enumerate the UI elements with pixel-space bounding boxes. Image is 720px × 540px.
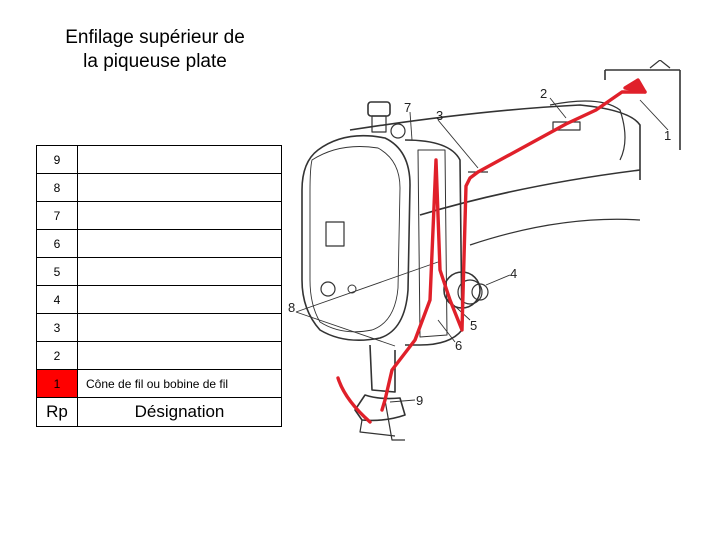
legend-rp: 2 <box>36 341 78 370</box>
machine-arm-front <box>419 169 641 216</box>
legend-header-designation: Désignation <box>77 397 282 427</box>
legend-designation <box>77 341 282 370</box>
face-plate <box>404 139 463 346</box>
thread-tail <box>336 376 372 424</box>
legend-designation <box>77 173 282 202</box>
title-line-2: la piqueuse plate <box>83 51 227 72</box>
legend-designation <box>77 285 282 314</box>
thread-path <box>336 78 647 424</box>
legend-row-9: 9 <box>36 145 282 174</box>
callout-6: 6 <box>455 338 462 353</box>
legend-row-7: 7 <box>36 201 282 230</box>
legend-designation <box>77 145 282 174</box>
legend-rp: 4 <box>36 285 78 314</box>
callout-leaders <box>295 97 669 403</box>
legend-designation <box>77 201 282 230</box>
logo-plate <box>325 221 345 247</box>
legend-rp: 1 <box>36 369 78 398</box>
callouts: 1 2 3 4 5 6 7 8 9 <box>288 86 671 408</box>
legend-designation <box>77 229 282 258</box>
needle-bar <box>369 344 396 393</box>
callout-8: 8 <box>288 300 295 315</box>
legend-row-6: 6 <box>36 229 282 258</box>
thread-main <box>380 90 647 412</box>
thread-stand <box>604 69 681 150</box>
head-cover <box>301 134 411 341</box>
legend-designation <box>77 313 282 342</box>
legend-row-8: 8 <box>36 173 282 202</box>
legend-designation <box>77 257 282 286</box>
legend-rp: 9 <box>36 145 78 174</box>
legend-row-2: 2 <box>36 341 282 370</box>
callout-9: 9 <box>416 393 423 408</box>
legend-rp: 6 <box>36 229 78 258</box>
legend-rp: 5 <box>36 257 78 286</box>
title-line-1: Enfilage supérieur de <box>65 27 245 48</box>
page-title: Enfilage supérieur de la piqueuse plate <box>40 26 270 74</box>
callout-5: 5 <box>470 318 477 333</box>
thread-cone <box>623 78 647 94</box>
legend-designation: Cône de fil ou bobine de fil <box>77 369 282 398</box>
callout-2: 2 <box>540 86 547 101</box>
top-knob <box>367 101 391 117</box>
legend-header-rp: Rp <box>36 397 78 427</box>
callout-3: 3 <box>436 108 443 123</box>
legend-rp: 8 <box>36 173 78 202</box>
callout-1: 1 <box>664 128 671 143</box>
machine-arm-top <box>349 104 641 180</box>
sewing-machine-diagram: 1 2 3 4 5 6 7 8 9 <box>288 60 681 441</box>
callout-4: 4 <box>510 266 517 281</box>
legend-row-3: 3 <box>36 313 282 342</box>
callout-7: 7 <box>404 100 411 115</box>
legend-rp: 3 <box>36 313 78 342</box>
legend-rp: 7 <box>36 201 78 230</box>
legend-row-5: 5 <box>36 257 282 286</box>
legend-row-4: 4 <box>36 285 282 314</box>
